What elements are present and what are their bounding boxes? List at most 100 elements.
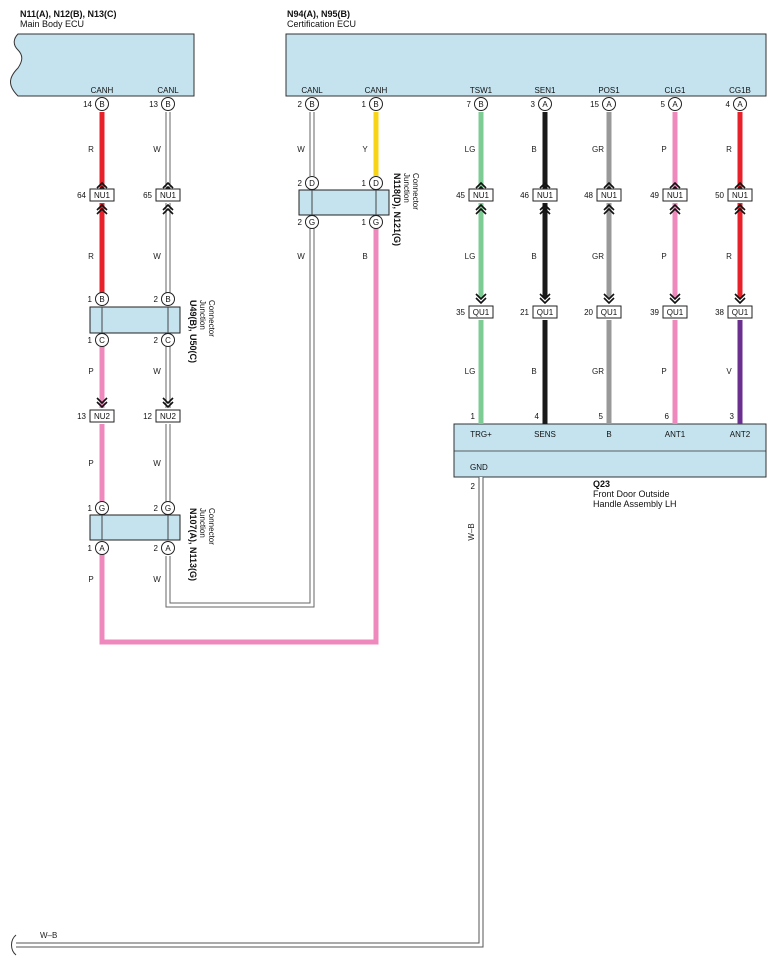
lbl-lg-1: LG <box>465 145 476 154</box>
qu1-row: QU1 35 QU1 21 QU1 20 QU1 39 QU1 38 <box>456 293 753 319</box>
main-body-ecu-name: Main Body ECU <box>20 19 84 29</box>
ce-pin-canh: CANH <box>365 86 388 95</box>
svg-text:2: 2 <box>154 504 159 513</box>
svg-text:B: B <box>478 100 483 109</box>
lbl-w-4: W <box>153 459 161 468</box>
conn-qu1-35: QU1 35 <box>456 305 494 319</box>
q23-pin-numbers: 1 4 5 6 3 2 <box>471 412 735 491</box>
svg-text:B: B <box>165 100 170 109</box>
lbl-gr-1: GR <box>592 145 604 154</box>
n118-ids: N118(D), N121(G) <box>392 173 402 246</box>
conn-nu1-45: NU1 45 <box>456 188 494 202</box>
u49-ids: U49(B), U50(C) <box>188 300 198 363</box>
ce-pin-clg1: CLG1 <box>665 86 686 95</box>
conn-nu1-49: NU1 49 <box>650 188 688 202</box>
lbl-p-3: P <box>88 575 93 584</box>
lbl-w-6: W <box>297 145 305 154</box>
q23-num-4: 4 <box>535 412 540 421</box>
lbl-w-2: W <box>153 252 161 261</box>
lbl-w-7: W <box>297 252 305 261</box>
q23-num-6: 6 <box>665 412 670 421</box>
svg-text:NU1: NU1 <box>732 191 749 200</box>
cert-ecu-ids: N94(A), N95(B) <box>287 9 350 19</box>
conn-nu1-65: NU1 65 <box>143 188 181 202</box>
svg-text:15: 15 <box>590 100 599 109</box>
svg-text:49: 49 <box>650 191 659 200</box>
q23-box <box>453 423 767 478</box>
conn-nu1-50: NU1 50 <box>715 188 753 202</box>
pin-clg1: A 5 <box>661 97 682 111</box>
svg-text:QU1: QU1 <box>601 308 618 317</box>
svg-text:D: D <box>309 179 315 188</box>
wire-canh-pink-loop <box>99 226 379 645</box>
conn-qu1-39: QU1 39 <box>650 305 688 319</box>
svg-text:50: 50 <box>715 191 724 200</box>
ce-pin-pos1: POS1 <box>598 86 620 95</box>
lbl-p-6: P <box>661 367 666 376</box>
ce-pin-sen1: SEN1 <box>535 86 556 95</box>
q23-pin-b: B <box>606 430 611 439</box>
svg-text:45: 45 <box>456 191 465 200</box>
svg-text:B: B <box>373 100 378 109</box>
lbl-b-1: B <box>362 252 367 261</box>
svg-text:65: 65 <box>143 191 152 200</box>
q23-gnd-label: GND <box>470 463 488 472</box>
n107-ids: N107(A), N113(G) <box>188 508 198 581</box>
svg-text:14: 14 <box>83 100 92 109</box>
lbl-w-5: W <box>153 575 161 584</box>
svg-text:G: G <box>165 504 171 513</box>
pin-mb-canh: B 14 <box>83 97 109 111</box>
pin-markers: B 14 B 13 B 2 B 1 B 7 A 3 <box>83 97 747 111</box>
svg-text:1: 1 <box>88 504 93 513</box>
svg-text:NU1: NU1 <box>473 191 490 200</box>
svg-text:NU1: NU1 <box>667 191 684 200</box>
lbl-p-1: P <box>88 367 93 376</box>
pin-pos1: A 15 <box>590 97 616 111</box>
q23-pin-ant2: ANT2 <box>730 430 751 439</box>
lbl-r-1: R <box>88 145 94 154</box>
svg-text:C: C <box>99 336 105 345</box>
svg-text:B: B <box>309 100 314 109</box>
lbl-p-5: P <box>661 252 666 261</box>
lbl-b-3: B <box>531 252 536 261</box>
svg-text:48: 48 <box>584 191 593 200</box>
main-body-ecu-ids: N11(A), N12(B), N13(C) <box>20 9 117 19</box>
n118-label2: Connector <box>411 173 420 210</box>
svg-text:C: C <box>165 336 171 345</box>
q23-pin-sens: SENS <box>534 430 556 439</box>
svg-text:1: 1 <box>88 336 93 345</box>
svg-text:D: D <box>373 179 379 188</box>
lbl-w-1: W <box>153 145 161 154</box>
lbl-r-4: R <box>726 252 732 261</box>
svg-text:QU1: QU1 <box>667 308 684 317</box>
conn-qu1-38: QU1 38 <box>715 305 753 319</box>
pin-tsw1: B 7 <box>467 97 488 111</box>
svg-text:QU1: QU1 <box>537 308 554 317</box>
pin-mb-canl: B 13 <box>149 97 175 111</box>
conn-nu2-13: NU2 13 <box>77 409 115 423</box>
svg-text:1: 1 <box>88 544 93 553</box>
q23-name-line2: Handle Assembly LH <box>593 499 677 509</box>
svg-text:2: 2 <box>154 336 159 345</box>
svg-text:7: 7 <box>467 100 472 109</box>
svg-text:2: 2 <box>154 295 159 304</box>
svg-text:1: 1 <box>88 295 93 304</box>
svg-text:5: 5 <box>661 100 666 109</box>
conn-nu2-12: NU2 12 <box>143 409 181 423</box>
junction-n107-n113: G 1 G 2 A 1 A 2 <box>88 501 181 555</box>
q23-pin-ant1: ANT1 <box>665 430 686 439</box>
ce-pin-tsw1: TSW1 <box>470 86 493 95</box>
svg-text:13: 13 <box>77 412 86 421</box>
q23-pin-trg: TRG+ <box>470 430 492 439</box>
lbl-wb-bottom: W–B <box>40 931 57 940</box>
lbl-wb-vertical: W–B <box>467 523 476 540</box>
svg-text:3: 3 <box>531 100 536 109</box>
svg-text:1: 1 <box>362 179 367 188</box>
lbl-lg-3: LG <box>465 367 476 376</box>
conn-nu1-64: NU1 64 <box>77 188 115 202</box>
u49-label2: Connector <box>207 300 216 337</box>
svg-text:A: A <box>165 544 171 553</box>
svg-text:B: B <box>165 295 170 304</box>
svg-text:4: 4 <box>726 100 731 109</box>
mb-pin-canh: CANH <box>91 86 114 95</box>
